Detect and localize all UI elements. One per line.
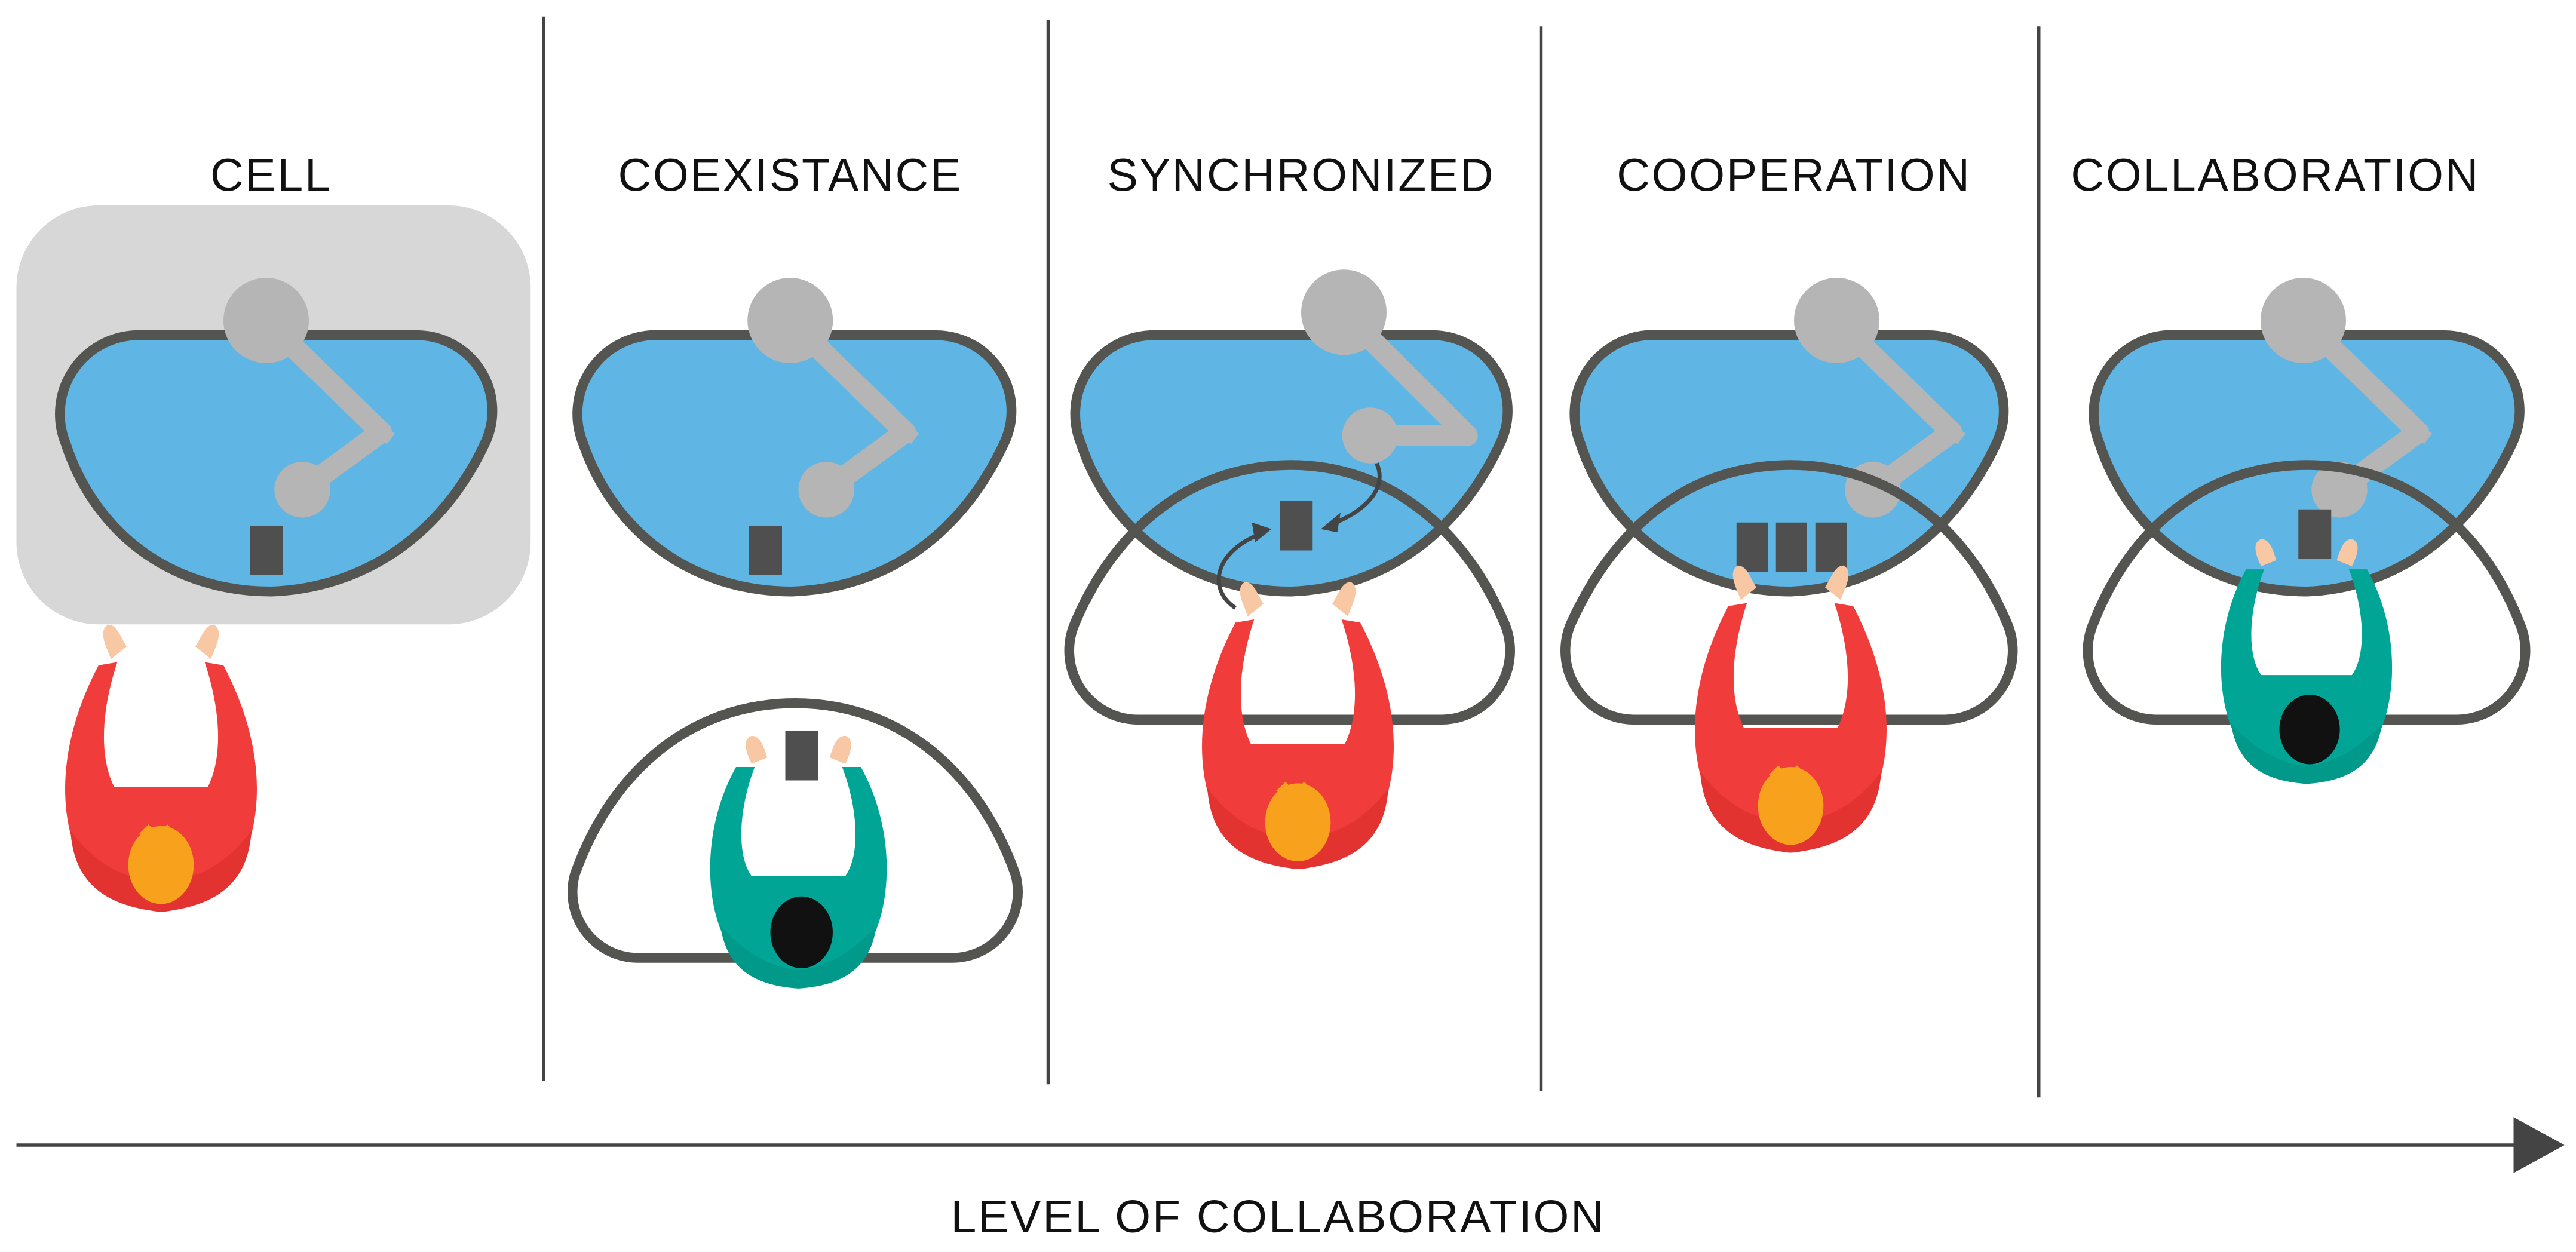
panel-coexistance bbox=[568, 278, 1023, 989]
human-worker bbox=[65, 624, 257, 912]
workpiece bbox=[749, 526, 782, 575]
panel-dividers bbox=[542, 16, 2041, 1098]
workpiece bbox=[1775, 522, 1807, 572]
panel-title-cell: CELL bbox=[210, 149, 332, 201]
handover-arrow-robot bbox=[1326, 462, 1382, 528]
workpiece bbox=[1815, 522, 1847, 572]
robot-zone bbox=[55, 330, 498, 597]
workpiece bbox=[250, 526, 283, 575]
handover-arrow-human bbox=[1216, 530, 1266, 610]
panel-title-cooperation: COOPERATION bbox=[1617, 149, 1971, 201]
workpiece bbox=[1736, 522, 1768, 572]
collaboration-axis bbox=[16, 1117, 2565, 1173]
human-zone bbox=[568, 698, 1023, 963]
panel-title-synchronized: SYNCHRONIZED bbox=[1107, 149, 1495, 201]
human-zone bbox=[2083, 460, 2531, 725]
workpiece bbox=[785, 731, 818, 781]
human-worker bbox=[1202, 582, 1394, 869]
workpiece bbox=[2298, 509, 2332, 559]
panel-synchronized bbox=[1064, 269, 1515, 869]
robot-arm bbox=[223, 278, 395, 518]
panel-title-coexistance: COEXISTANCE bbox=[618, 149, 962, 201]
panel-cell bbox=[16, 205, 531, 912]
robot-arm bbox=[747, 278, 919, 518]
human-worker bbox=[1695, 565, 1887, 853]
robot-zone bbox=[572, 330, 1017, 597]
workpiece bbox=[1280, 501, 1313, 551]
axis-label: LEVEL OF COLLABORATION bbox=[950, 1191, 1605, 1242]
panel-cooperation bbox=[1560, 278, 2018, 853]
robot-arm bbox=[1301, 269, 1478, 464]
robot-arm bbox=[2261, 278, 2433, 518]
human-zone bbox=[1064, 460, 1515, 725]
human-zone bbox=[1560, 460, 2018, 725]
axis-arrowhead bbox=[2513, 1117, 2565, 1173]
panel-title-collaboration: COLLABORATION bbox=[2071, 149, 2480, 201]
panel-collaboration bbox=[2083, 278, 2531, 784]
robot-arm bbox=[1794, 278, 1966, 518]
